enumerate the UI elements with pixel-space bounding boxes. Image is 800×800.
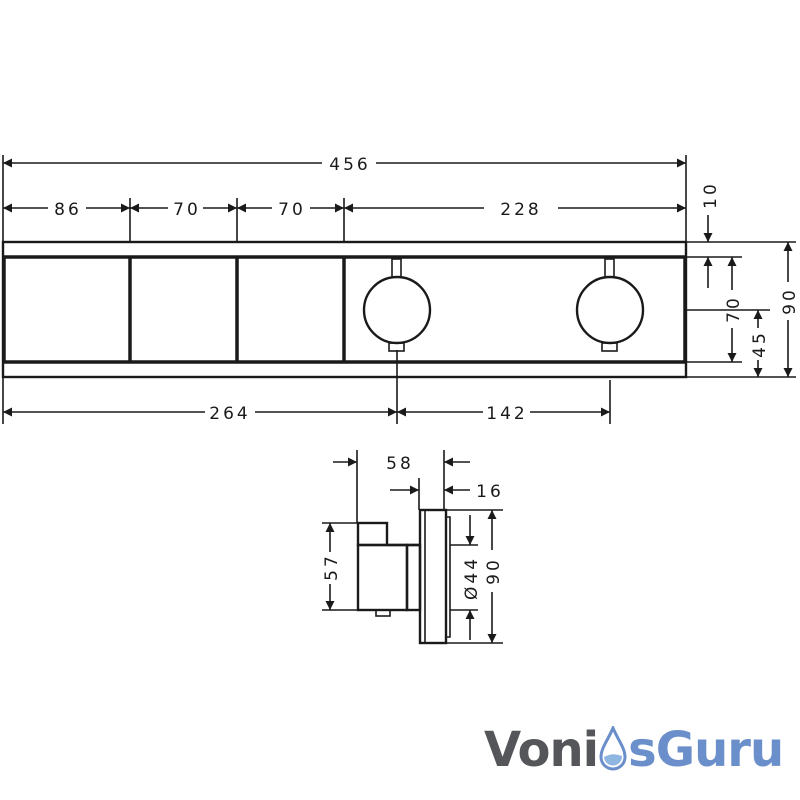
water-drop-icon [599,726,627,771]
dim-label: 90 [780,287,800,315]
dim-label: 456 [329,155,370,175]
logo-text-blue: sGuru [628,722,784,778]
dim-label: 264 [209,404,250,424]
knob-left [362,258,432,352]
side-view [356,508,451,645]
dim-label: 70 [278,200,306,220]
dim-label: 86 [54,200,82,220]
dim-label: 57 [322,553,342,581]
dim-label: 16 [476,482,504,502]
dim-label: 70 [724,295,744,323]
logo-text-dark: Voni [484,722,599,778]
side-extension-lines [322,450,503,644]
side-dimensions: 58 16 57 Ø44 90 [322,454,504,643]
dimension-right: 10 70 45 90 [701,181,800,377]
dimension-row-2: 86 70 70 228 [3,200,686,220]
dimension-bottom: 264 142 [3,404,610,424]
dim-label: Ø44 [462,556,482,600]
brand-logo: Voni sGuru [484,722,784,778]
dim-label: 90 [484,557,504,585]
dim-label: 10 [701,181,721,209]
dim-label: 45 [750,330,770,358]
dimension-456: 456 [3,155,686,175]
front-view [1,240,688,379]
knob-right [575,258,645,352]
dim-label: 142 [486,404,527,424]
dim-label: 228 [500,200,541,220]
dim-label: 70 [173,200,201,220]
dim-label: 58 [386,454,414,474]
